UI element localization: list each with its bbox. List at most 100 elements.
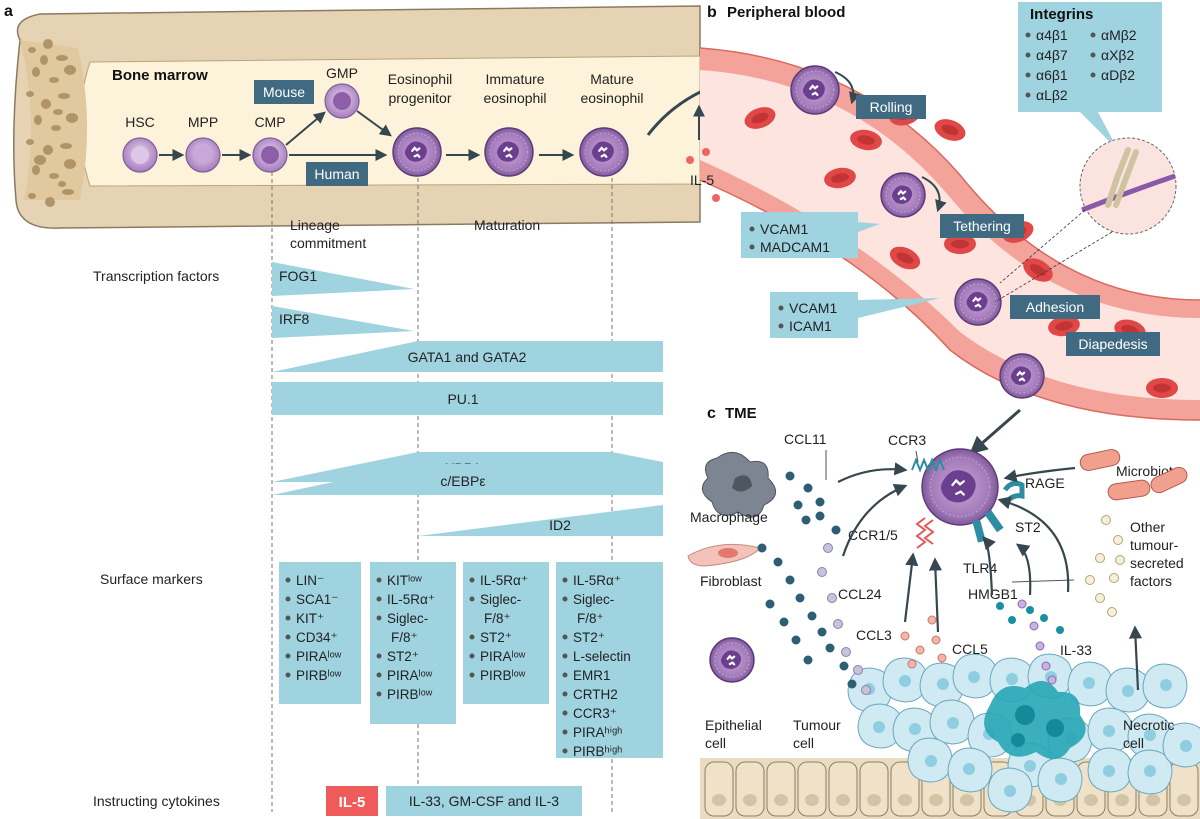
svg-text:IL-5Rα⁺: IL-5Rα⁺ (573, 573, 621, 588)
mouse-tag: Mouse (254, 80, 314, 104)
svg-text:ST2⁺: ST2⁺ (573, 630, 605, 645)
tethering-eosinophil (880, 172, 926, 218)
fibroblast (687, 543, 761, 567)
svg-text:PIRBˡᵒʷ: PIRBˡᵒʷ (387, 687, 433, 702)
lineage-label-2: commitment (290, 235, 366, 251)
markers-list-4: IL-5Rα⁺Siglec-F/8⁺ST2⁺L-selectinEMR1CRTH… (562, 573, 631, 759)
svg-text:KIT⁺: KIT⁺ (296, 611, 324, 626)
stage3-label-line1: Mature (590, 71, 634, 87)
svg-text:αXβ2: αXβ2 (1101, 47, 1134, 63)
svg-text:PIRAˡᵒʷ: PIRAˡᵒʷ (296, 649, 342, 664)
svg-text:Tethering: Tethering (953, 218, 1011, 234)
cmp-cell (252, 137, 288, 173)
markers-box-3 (463, 562, 549, 704)
svg-text:IL-5Rα⁺: IL-5Rα⁺ (387, 592, 435, 607)
tumour-label-2: cell (793, 735, 814, 751)
svg-text:LIN⁻: LIN⁻ (296, 573, 324, 588)
svg-text:CCR3⁺: CCR3⁺ (573, 706, 617, 721)
svg-text:IL-33, GM-CSF and IL-3: IL-33, GM-CSF and IL-3 (409, 793, 559, 809)
central-eosinophil (921, 448, 999, 526)
stage1-label-line2: progenitor (388, 90, 451, 106)
integrins-list-right: αMβ2 αXβ2 αDβ2 (1090, 27, 1137, 83)
svg-text:ID2: ID2 (549, 517, 571, 533)
panel-c-label: c (707, 405, 716, 422)
tethering-tag: Tethering (940, 214, 1024, 238)
immature-eosinophil-cell (484, 127, 534, 177)
necrotic-cells (984, 680, 1086, 760)
svg-text:Siglec-: Siglec- (387, 611, 428, 626)
bone-shape (13, 5, 701, 229)
tf-gata: GATA1 and GATA2 (272, 341, 663, 372)
svg-text:αMβ2: αMβ2 (1101, 27, 1137, 43)
adhesion-eosinophil (954, 278, 1002, 326)
svg-text:IL-5Rα⁺: IL-5Rα⁺ (480, 573, 528, 588)
to-tme-arrow (969, 408, 1021, 455)
rolling-eosinophil (790, 65, 840, 115)
svg-text:c/EBPε: c/EBPε (440, 473, 485, 489)
integrin-zoom-circle (994, 137, 1177, 303)
svg-text:IL-5: IL-5 (339, 794, 366, 811)
markers-box-1 (279, 562, 361, 704)
svg-text:L-selectin: L-selectin (573, 649, 631, 664)
svg-text:CRTH2: CRTH2 (573, 687, 618, 702)
markers-box-4 (556, 562, 663, 758)
macrophage-label: Macrophage (690, 509, 768, 525)
svg-text:αDβ2: αDβ2 (1101, 67, 1135, 83)
peripheral-blood-title: Peripheral blood (727, 4, 845, 21)
svg-text:F/8⁺: F/8⁺ (484, 611, 511, 626)
fibroblast-label: Fibroblast (700, 573, 762, 589)
cmp-label: CMP (254, 114, 285, 130)
svg-text:Siglec-: Siglec- (480, 592, 521, 607)
other-cytokines-box: IL-33, GM-CSF and IL-3 (386, 786, 582, 816)
il5-label: IL-5 (690, 172, 714, 188)
eosinophil-progenitor-cell (392, 127, 442, 177)
integrins-box: Integrins (1018, 2, 1162, 150)
surface-row-label: Surface markers (100, 571, 203, 587)
free-eosinophil (709, 637, 755, 683)
other-factors-line1: Other (1130, 519, 1165, 535)
svg-text:PIRAʰⁱᵍʰ: PIRAʰⁱᵍʰ (573, 725, 622, 740)
svg-text:ST2⁺: ST2⁺ (480, 630, 512, 645)
tlr4-label: TLR4 (963, 560, 997, 576)
bone-marrow-title: Bone marrow (112, 67, 208, 84)
tf-fog1: FOG1 (272, 262, 414, 296)
tme-title: TME (725, 405, 757, 422)
tf-irf8: IRF8 (272, 306, 414, 338)
vcam-madcam-box: VCAM1 MADCAM1 (741, 212, 880, 258)
microbiota-bacteria (1079, 449, 1188, 501)
mpp-label: MPP (188, 114, 218, 130)
il33-label: IL-33 (1060, 642, 1092, 658)
macrophage (701, 451, 776, 518)
stage2-label-line2: eosinophil (483, 90, 546, 106)
svg-text:CD34⁺: CD34⁺ (296, 630, 338, 645)
svg-text:F/8⁺: F/8⁺ (577, 611, 604, 626)
adhesion-tag: Adhesion (1010, 295, 1100, 319)
svg-text:VCAM1: VCAM1 (760, 221, 808, 237)
il5-molecules (686, 148, 720, 202)
stage2-label-line1: Immature (485, 71, 544, 87)
svg-text:VCAM1: VCAM1 (789, 300, 837, 316)
necrotic-label-1: Necrotic (1123, 717, 1174, 733)
cytokine-row-label: Instructing cytokines (93, 793, 220, 809)
svg-text:Rolling: Rolling (870, 99, 913, 115)
svg-text:PIRAˡᵒʷ: PIRAˡᵒʷ (387, 668, 433, 683)
svg-text:PIRBʰⁱᵍʰ: PIRBʰⁱᵍʰ (573, 744, 622, 759)
svg-text:Mouse: Mouse (263, 84, 305, 100)
tethering-arrow (921, 176, 947, 213)
svg-text:PIRAˡᵒʷ: PIRAˡᵒʷ (480, 649, 526, 664)
svg-text:α4β1: α4β1 (1036, 27, 1068, 43)
stage3-label-line2: eosinophil (580, 90, 643, 106)
tf-pu1: PU.1 (272, 382, 663, 415)
ccl11-label: CCL11 (784, 431, 827, 447)
tme-arrows (837, 462, 1143, 691)
gmp-cell (324, 83, 360, 119)
mature-eosinophil-cell (579, 127, 629, 177)
svg-text:PU.1: PU.1 (447, 391, 478, 407)
markers-list-2: KITˡᵒʷIL-5Rα⁺Siglec-F/8⁺ST2⁺PIRAˡᵒʷPIRBˡ… (376, 573, 435, 702)
ccl5-label: CCL5 (952, 641, 988, 657)
tumour-label-1: Tumour (793, 717, 841, 733)
